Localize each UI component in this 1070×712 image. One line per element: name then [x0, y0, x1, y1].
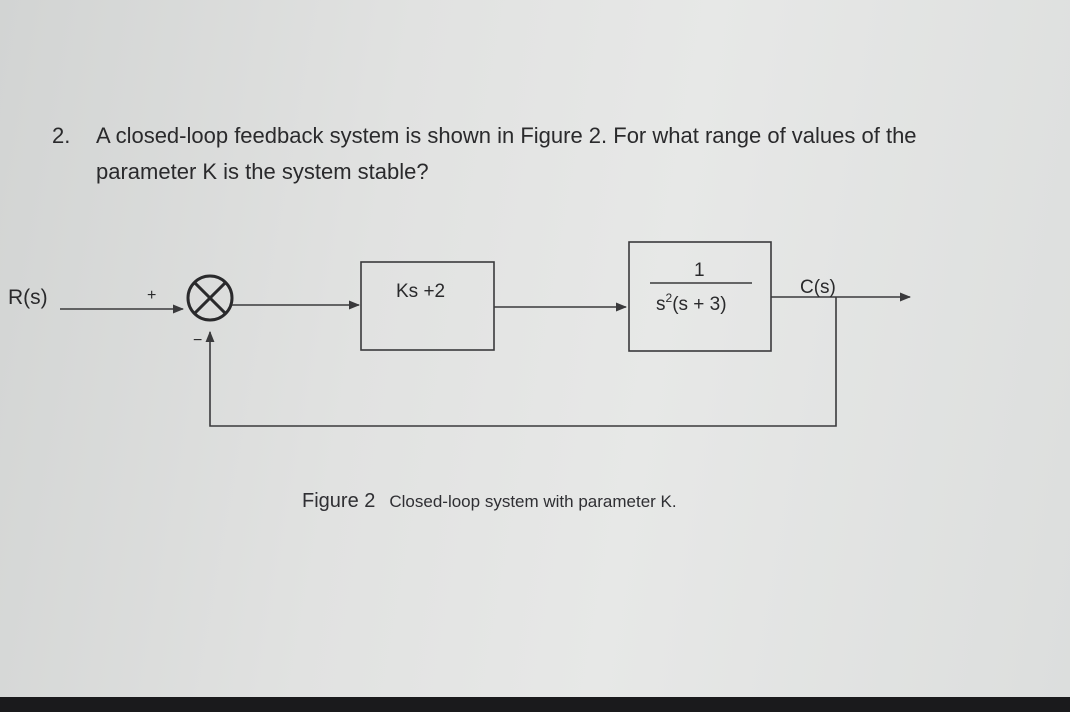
- figure-caption: Figure 2 Closed-loop system with paramete…: [302, 490, 677, 513]
- summing-junction: [186, 274, 234, 322]
- feedback-path: [205, 297, 837, 427]
- controller-transfer-function: Ks +2: [396, 281, 445, 302]
- question-text-line-2: parameter K is the system stable?: [96, 159, 429, 184]
- input-label: R(s): [8, 286, 48, 309]
- plant-denominator-exponent: 2: [666, 291, 673, 305]
- summing-minus-sign: −: [193, 332, 202, 349]
- question: 2. A closed-loop feedback system is show…: [52, 118, 1070, 190]
- question-text-line-1: A closed-loop feedback system is shown i…: [96, 123, 917, 148]
- plant-denominator-rest: (s + 3): [672, 294, 726, 315]
- question-number: 2.: [52, 123, 71, 148]
- plant-numerator: 1: [694, 260, 705, 281]
- controller-block: [360, 261, 495, 351]
- output-label: C(s): [800, 277, 836, 298]
- plant-denominator: s2(s + 3): [656, 291, 727, 315]
- figure-caption-label: Figure 2: [302, 490, 376, 512]
- screen-bottom-edge: [0, 697, 1070, 712]
- plant-denominator-base: s: [656, 294, 666, 315]
- figure-caption-text: Closed-loop system with parameter K.: [389, 492, 677, 511]
- summing-plus-sign: +: [147, 287, 156, 304]
